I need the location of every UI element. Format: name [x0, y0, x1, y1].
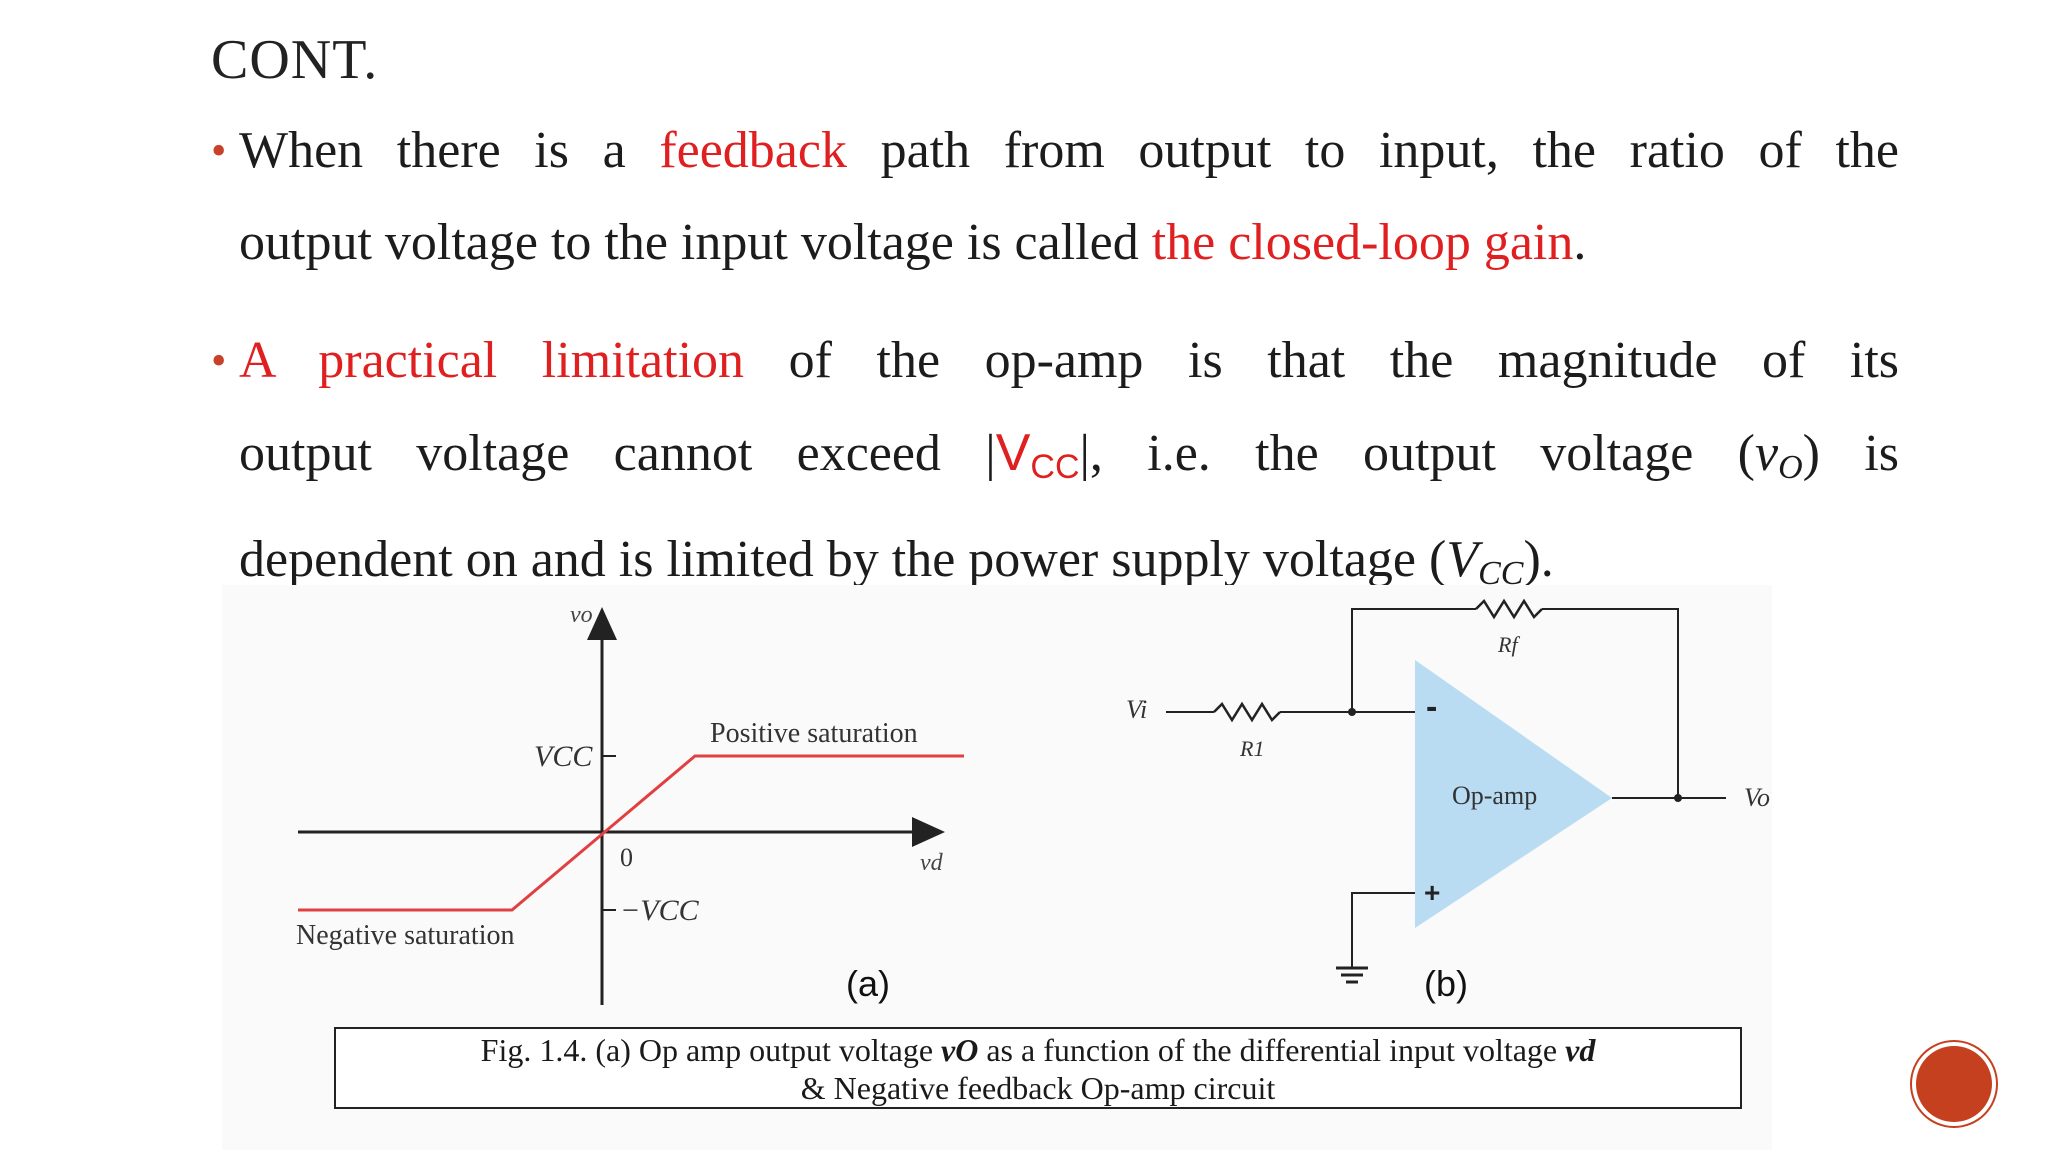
negative-saturation-label: Negative saturation [296, 920, 514, 951]
rf-resistor [1475, 598, 1543, 620]
vo-label: Vo [1744, 783, 1770, 812]
plus-label: + [1424, 877, 1440, 908]
feedback-wire-right [1542, 608, 1679, 798]
vo-symbol: vO [941, 1032, 979, 1068]
text: of the op-amp is that the magnitude of i… [744, 332, 1900, 389]
vcc-label: VCC [534, 740, 593, 773]
bullet1-line1: When there is a feedback path from outpu… [211, 105, 1899, 197]
highlight-closed-loop-gain: the closed-loop gain [1151, 214, 1574, 271]
vcc-symbol: V [995, 424, 1031, 482]
opamp-label: Op-amp [1452, 781, 1537, 810]
caption-line2: & Negative feedback Op-amp circuit [800, 1070, 1276, 1106]
text: |, i.e. the output voltage ( [1079, 425, 1756, 482]
bullet2-line3: dependent on and is limited by the power… [211, 514, 1899, 620]
text: dependent on and is limited by the power… [239, 531, 1447, 588]
origin-label: 0 [620, 843, 633, 872]
text: output voltage cannot exceed | [239, 425, 996, 482]
bullet-limitation: • A practical limitation of the op-amp i… [211, 315, 1899, 620]
positive-saturation-label: Positive saturation [710, 718, 918, 749]
output-node [1674, 794, 1682, 802]
r1-resistor [1213, 701, 1281, 723]
vi-label: Vi [1126, 695, 1147, 724]
vo-symbol: v [1755, 425, 1779, 482]
transfer-characteristic-graph: vo vd VCC −VCC 0 Positive saturation Neg… [296, 602, 964, 1005]
vd-symbol: vd [1565, 1032, 1596, 1068]
highlight-feedback: feedback [659, 122, 847, 179]
ground-icon [1336, 966, 1368, 984]
highlight-practical-limitation: A practical limitation [239, 332, 745, 389]
text: path from output to input, the ratio of … [846, 122, 1899, 179]
x-axis-label: vd [920, 850, 944, 876]
text: ). [1523, 531, 1554, 588]
noninverting-input-wire [1351, 892, 1415, 968]
bullet1-line2: output voltage to the input voltage is c… [211, 197, 1899, 289]
saturation-curve [298, 754, 964, 912]
text: When there is a [239, 122, 660, 179]
opamp-symbol [1415, 660, 1612, 928]
vcc-subscript: CC [1030, 448, 1080, 486]
text: output voltage to the input voltage is c… [239, 214, 1152, 271]
caption-line1: Fig. 1.4. (a) Op amp output voltage vO a… [336, 1031, 1740, 1069]
slide-nav-button[interactable] [1916, 1046, 1992, 1122]
text: as a function of the differential input … [978, 1032, 1566, 1068]
bullet-feedback: • When there is a feedback path from out… [211, 105, 1899, 289]
panel-label-b: (b) [1424, 963, 1468, 1004]
bullet-dot: • [211, 126, 227, 175]
neg-vcc-label: −VCC [620, 894, 700, 927]
bullet2-line2: output voltage cannot exceed |VCC|, i.e.… [211, 407, 1899, 514]
y-axis-label: vo [570, 602, 593, 628]
inverting-amplifier-circuit: Vi R1 Rf Vo Op-amp - + (b) [1126, 598, 1770, 1004]
r1-label: R1 [1239, 736, 1264, 761]
feedback-wire-left [1351, 608, 1476, 712]
minus-label: - [1426, 688, 1437, 726]
panel-label-a: (a) [846, 963, 890, 1004]
rf-label: Rf [1497, 632, 1520, 657]
slide-title: CONT. [211, 29, 379, 91]
figure-caption: Fig. 1.4. (a) Op amp output voltage vO a… [334, 1027, 1742, 1109]
text: Fig. 1.4. (a) Op amp output voltage [480, 1032, 942, 1068]
bullet2-line1: A practical limitation of the op-amp is … [211, 315, 1899, 407]
vcc-symbol-italic: V [1446, 531, 1479, 588]
text: . [1573, 214, 1587, 271]
vo-subscript: O [1778, 449, 1803, 486]
bullet-dot: • [211, 336, 227, 385]
text: ) is [1802, 425, 1900, 482]
